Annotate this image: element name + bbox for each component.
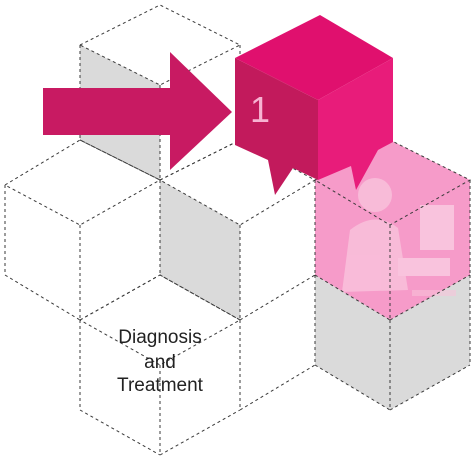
- arrow-right-shape: [43, 52, 232, 170]
- label-line-2: and: [144, 352, 176, 373]
- cube-label: Diagnosis and Treatment: [117, 327, 204, 396]
- step-number: 1: [250, 89, 270, 130]
- person-at-computer-photo: [342, 178, 456, 296]
- label-line-1: Diagnosis: [118, 327, 201, 348]
- cube-face-center: [160, 180, 240, 320]
- photo-panel: [315, 140, 470, 320]
- pink-cube-left-face: [235, 58, 318, 195]
- arrow-right-icon: [43, 52, 232, 170]
- highlighted-step-cube: 1: [235, 15, 393, 195]
- label-line-3: Treatment: [117, 375, 204, 396]
- pink-cube-right-face: [318, 58, 393, 190]
- pink-cube-top: [235, 15, 393, 100]
